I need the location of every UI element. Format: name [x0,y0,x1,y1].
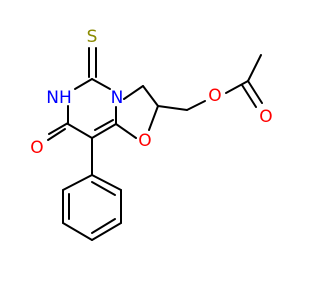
bond-cacyl-oacyl-b [241,84,257,108]
atom-o-carbonyl: O [30,138,43,158]
bond-co-double-b [47,128,66,141]
atom-labels: S N NH O O O O [30,27,272,158]
bond-ph-inner-2 [91,218,116,234]
bond-oester-cacyl [225,80,249,94]
atom-n-ring: N [111,88,124,108]
bond-ph-inner-1 [91,181,116,196]
bond-ph-4 [62,222,93,241]
atom-o-acetyl: O [259,107,272,127]
bond-cacyl-ch3 [247,54,262,82]
bond-n4-c3 [123,85,144,100]
atom-o-ester: O [208,86,221,106]
bond-c5-n6 [74,78,93,90]
bond-c2-o1 [148,105,159,131]
bonds [47,47,263,241]
bond-c8-c8a [91,123,117,139]
atom-nh: NH [46,88,72,108]
atom-o-oxazoline: O [138,131,151,151]
bond-co-double-a [48,122,69,135]
bond-c3-c2 [142,85,159,107]
molecule-diagram: S N NH O O O O [30,27,273,241]
bond-c7-c8 [67,123,93,139]
bond-ch2-oester [186,100,206,111]
bond-ph-3 [91,222,122,241]
bond-ph-6 [62,174,93,191]
bond-c2-ch2 [157,105,188,111]
bond-cacyl-oacyl-a [247,80,263,104]
bond-c8-c8a-inner [94,119,114,131]
atom-s: S [87,27,98,47]
bond-c5-n4 [91,78,111,90]
bond-o1-c8a [115,123,137,139]
bond-ph-1 [91,174,122,191]
